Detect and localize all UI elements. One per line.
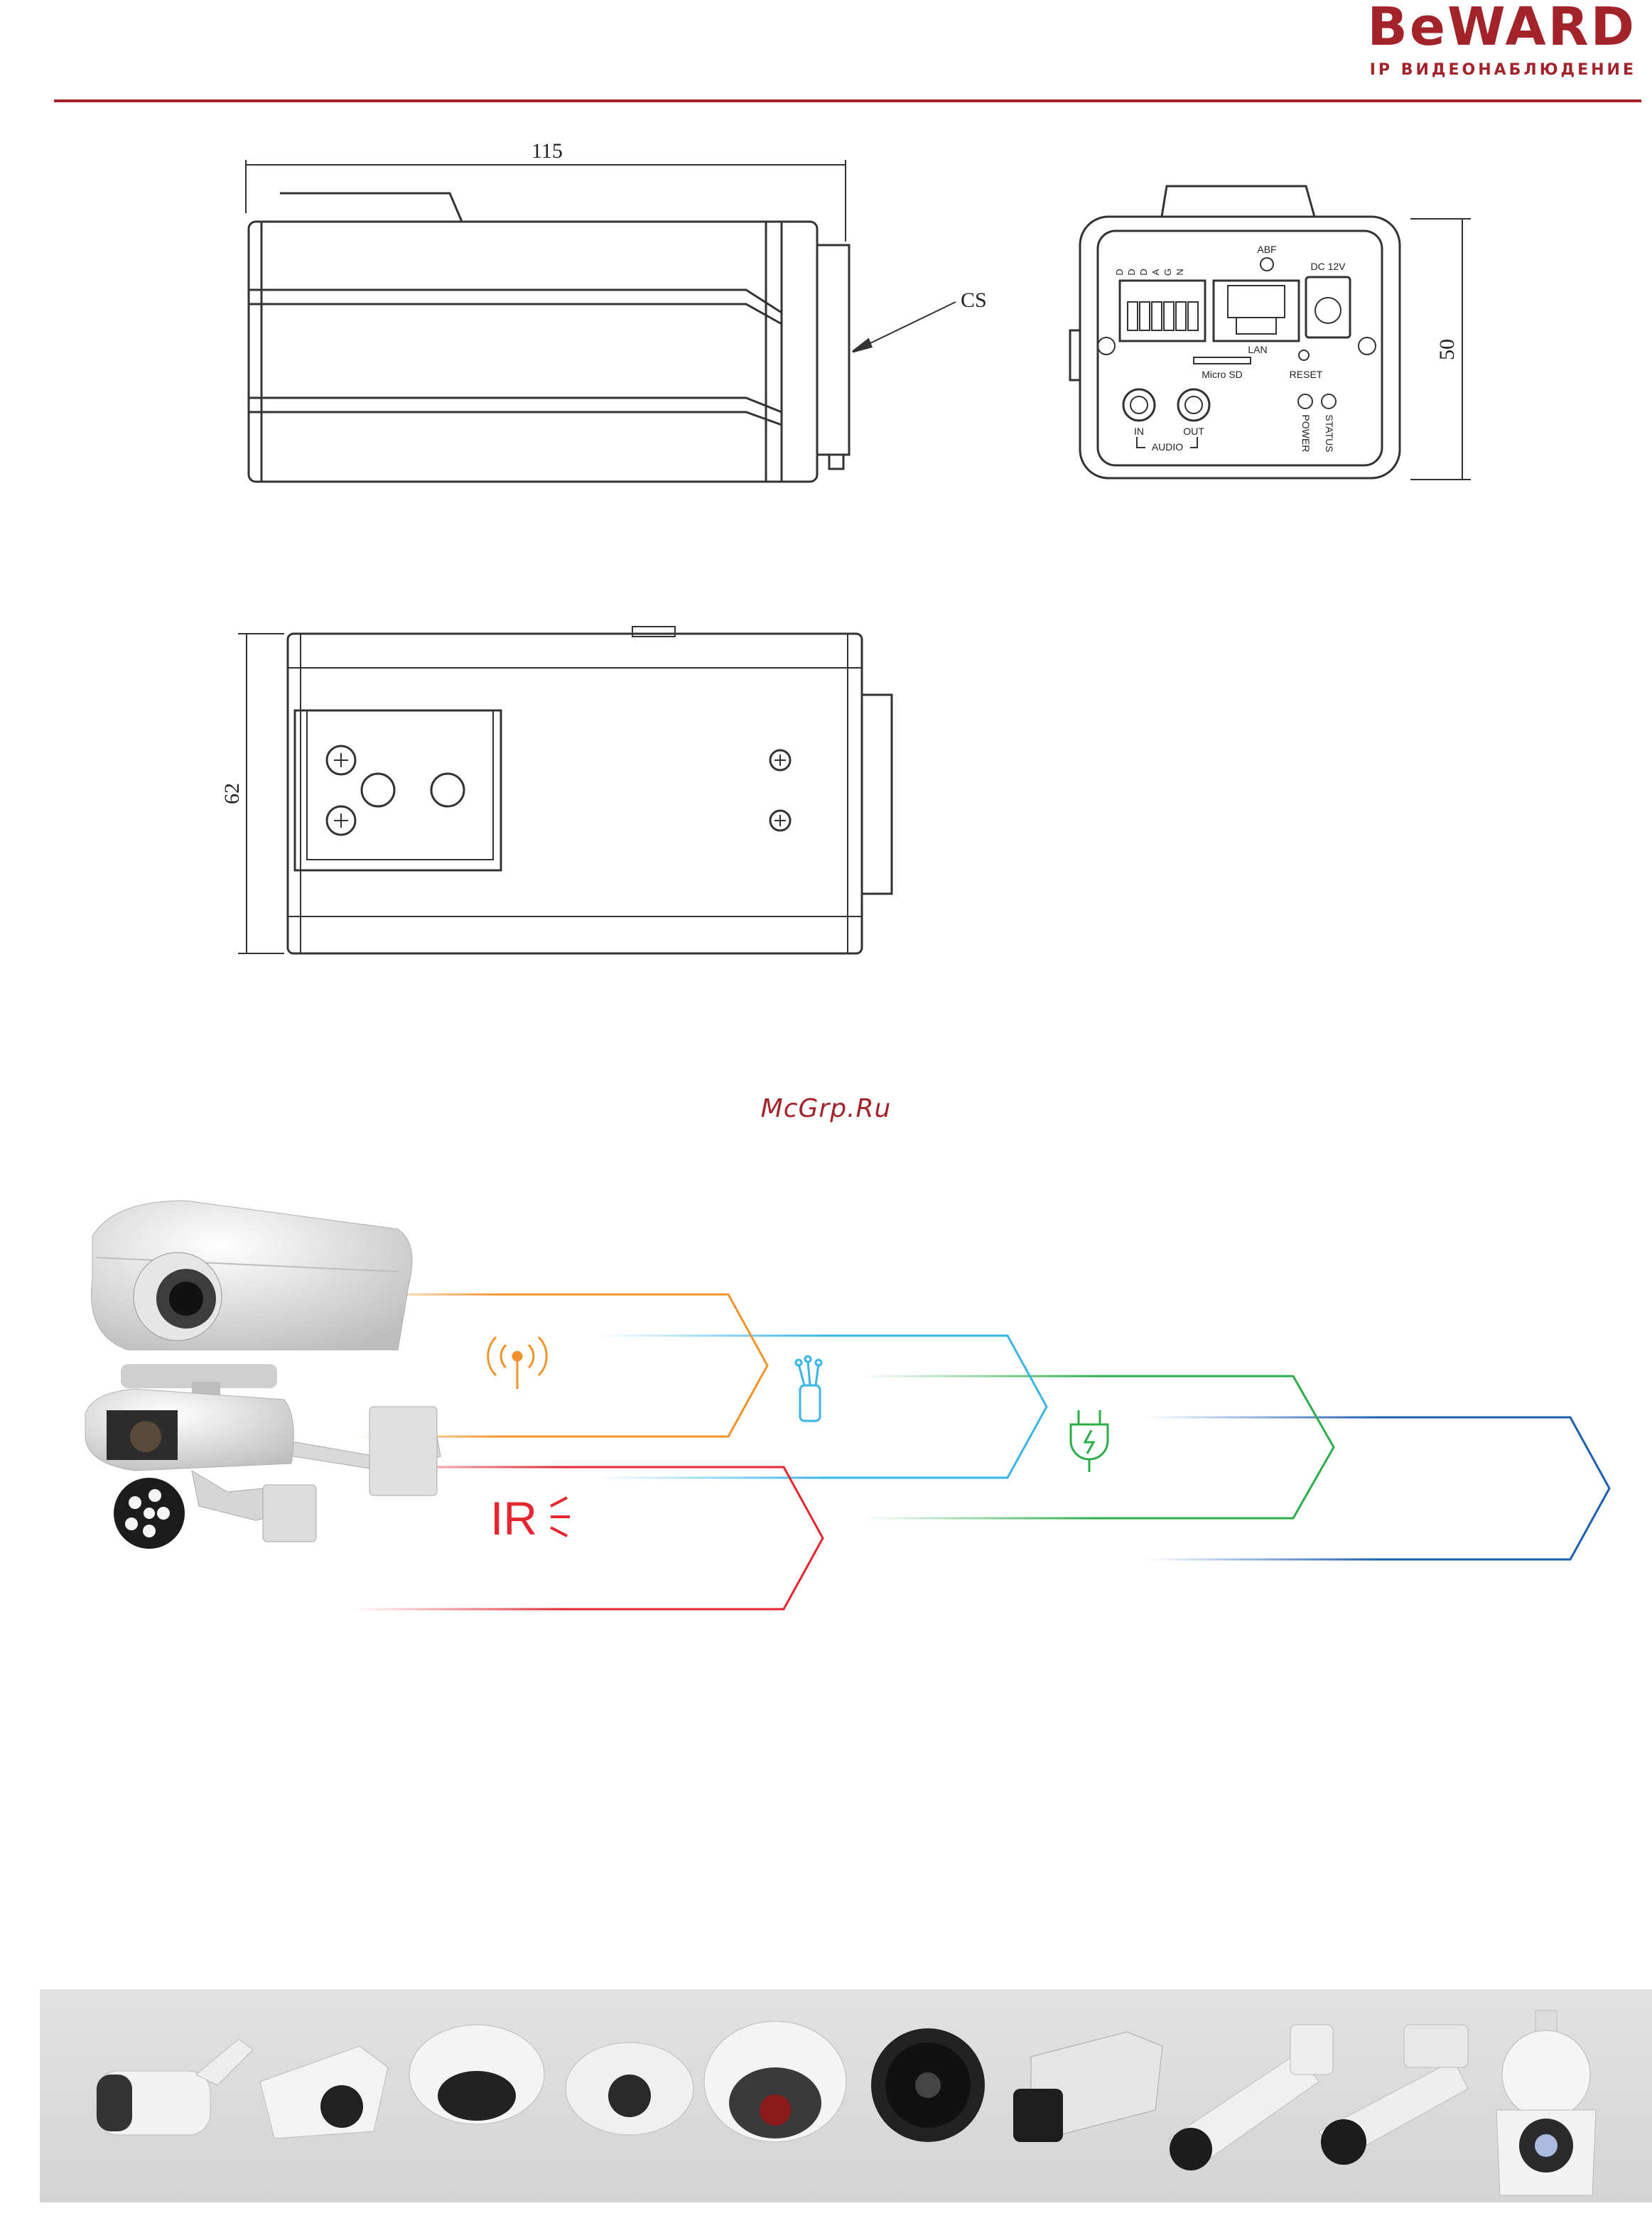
ir-illuminator-icon: IR <box>490 1492 570 1545</box>
wedge-camera-image <box>260 2046 388 2138</box>
dim-height: 50 <box>1435 339 1459 360</box>
power-plug-icon <box>1071 1410 1108 1472</box>
fisheye-camera-image <box>871 2028 985 2142</box>
bullet-ir-camera-image <box>1170 2025 1333 2170</box>
box-camera-image <box>1013 2032 1162 2142</box>
label-dc: DC 12V <box>1310 261 1346 272</box>
vandal-dome-camera-image <box>704 2021 846 2142</box>
arrow-cyan <box>597 1336 1047 1478</box>
watermark: McGrp.Ru <box>0 1094 1652 1123</box>
dim-cs-label: CS <box>961 288 987 312</box>
dim-width: 62 <box>220 783 244 804</box>
wireless-icon <box>488 1337 547 1389</box>
long-range-bullet-camera-image <box>1319 2025 1468 2165</box>
label-power: POWER <box>1300 415 1312 453</box>
outdoor-camera-housing-image <box>85 1201 441 1549</box>
fiber-cable-icon <box>796 1356 821 1421</box>
product-lineup-strip <box>40 1989 1652 2202</box>
side-view-drawing <box>246 160 956 482</box>
mini-dome-camera-image <box>409 2025 544 2124</box>
product-lineup-image <box>40 1989 1652 2202</box>
feature-infographic: IR <box>0 1172 1652 1634</box>
label-reset: RESET <box>1290 369 1323 380</box>
label-lan: LAN <box>1248 344 1267 355</box>
compact-dome-camera-image <box>566 2043 693 2135</box>
dip-label: D <box>1138 269 1149 275</box>
dip-label: D <box>1114 269 1125 275</box>
dip-label: N <box>1175 269 1185 275</box>
technical-drawings: 115 CS 50 62 D D D A G N ABF DC 12V LAN … <box>0 0 1652 1009</box>
ir-label: IR <box>490 1492 537 1545</box>
arrow-blue <box>1144 1417 1609 1559</box>
bullet-camera-image <box>97 2039 253 2135</box>
label-abf: ABF <box>1257 244 1276 255</box>
ptz-camera-image <box>1496 2011 1596 2195</box>
dip-label: G <box>1162 269 1173 276</box>
label-audio-out: OUT <box>1183 426 1204 437</box>
label-audio: AUDIO <box>1152 441 1183 453</box>
dim-length: 115 <box>531 139 563 163</box>
rear-panel-drawing <box>1070 186 1471 480</box>
label-status: STATUS <box>1324 414 1335 452</box>
dip-label: D <box>1126 269 1137 275</box>
label-microsd: Micro SD <box>1202 369 1243 380</box>
arrow-green <box>860 1376 1334 1518</box>
dip-label: A <box>1150 269 1161 275</box>
label-audio-in: IN <box>1134 426 1144 437</box>
bottom-view-drawing <box>238 627 892 953</box>
